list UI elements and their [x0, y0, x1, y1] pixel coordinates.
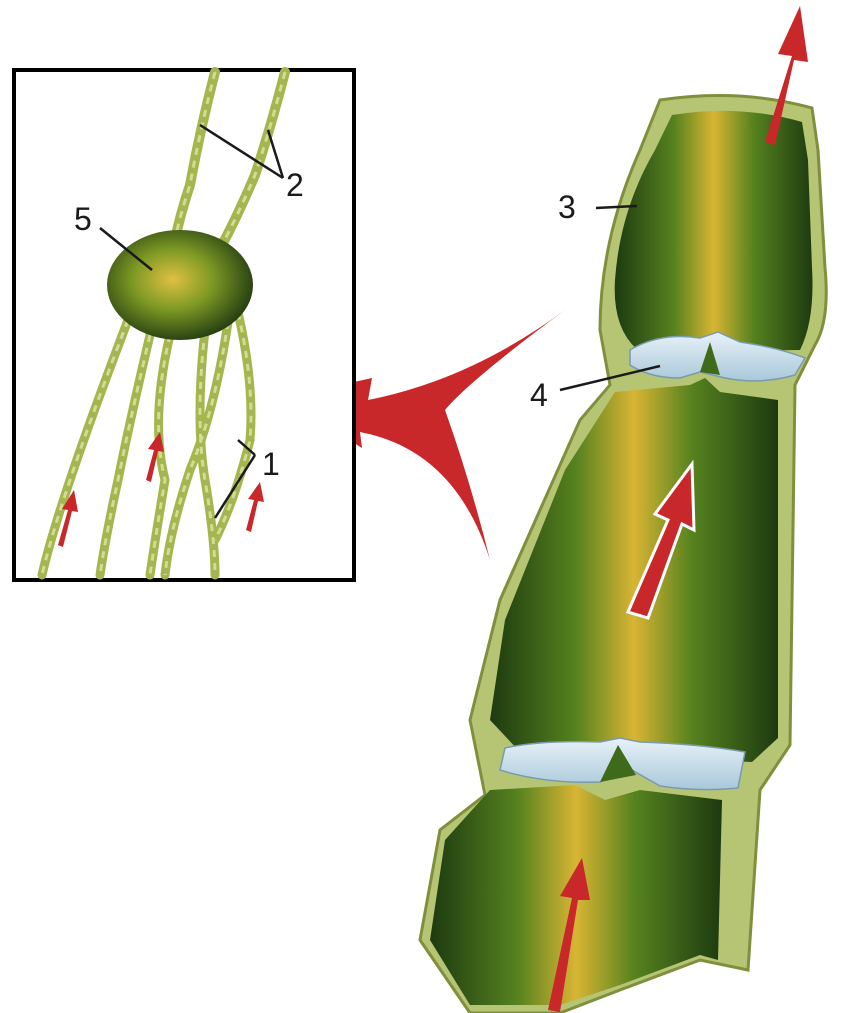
sieve-pore [107, 230, 253, 340]
label-4: 4 [530, 377, 548, 413]
label-1: 1 [262, 446, 280, 482]
sieve-tube [420, 6, 826, 1013]
label-2: 2 [286, 167, 304, 203]
label-3: 3 [558, 189, 576, 225]
middle-cell [490, 378, 778, 762]
sieve-plate-inset [14, 70, 354, 580]
label-5: 5 [74, 201, 92, 237]
